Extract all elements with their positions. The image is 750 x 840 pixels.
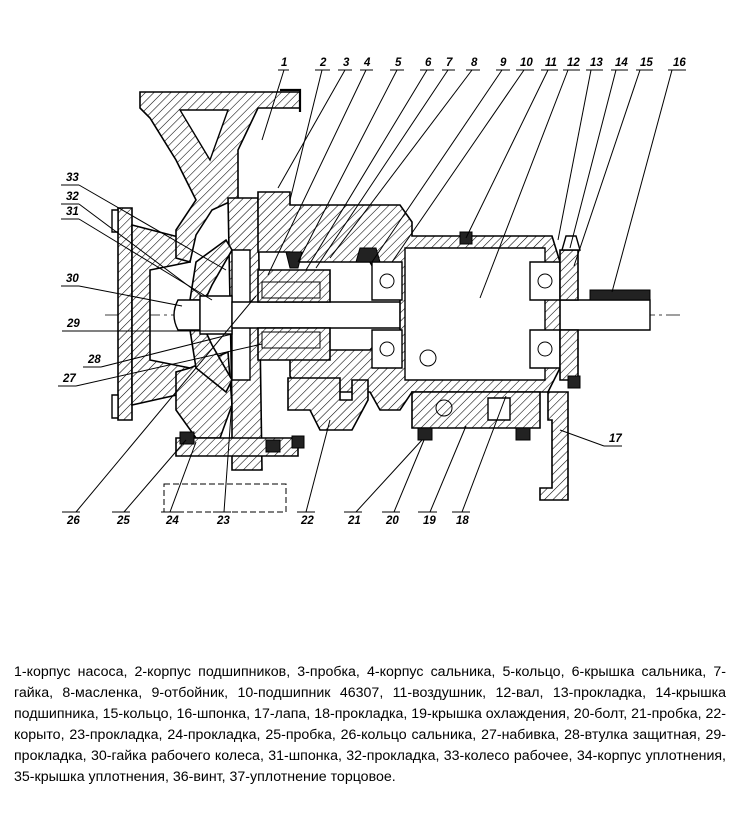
callout-label: 19 bbox=[423, 515, 436, 527]
callout-label: 13 bbox=[590, 57, 603, 69]
callout-19: 19 bbox=[418, 425, 467, 527]
bearings bbox=[371, 261, 561, 369]
callout-label: 8 bbox=[471, 57, 478, 69]
callout-label: 33 bbox=[66, 172, 79, 184]
callout-label: 4 bbox=[363, 57, 371, 69]
callout-27: 27 bbox=[58, 343, 263, 387]
callout-label: 9 bbox=[500, 57, 507, 69]
support-foot bbox=[539, 391, 569, 501]
cooling-cover bbox=[411, 391, 541, 429]
callout-label: 28 bbox=[87, 354, 101, 366]
callout-13: 13 bbox=[557, 57, 603, 241]
callout-23: 23 bbox=[213, 399, 233, 527]
callout-label: 17 bbox=[609, 433, 622, 445]
callout-label: 3 bbox=[343, 57, 350, 69]
callout-label: 14 bbox=[615, 57, 628, 69]
callout-label: 6 bbox=[425, 57, 432, 69]
callout-5: 5 bbox=[297, 57, 404, 263]
callout-11: 11 bbox=[465, 57, 558, 239]
callout-33: 33 bbox=[61, 172, 227, 271]
callout-1: 1 bbox=[261, 57, 289, 141]
callout-32: 32 bbox=[61, 191, 203, 297]
callout-15: 15 bbox=[573, 57, 653, 267]
callout-label: 16 bbox=[673, 57, 686, 69]
oil-trough bbox=[287, 377, 369, 431]
callout-10: 10 bbox=[391, 57, 534, 263]
callout-21: 21 bbox=[344, 439, 423, 527]
callout-8: 8 bbox=[329, 57, 480, 259]
callout-12: 12 bbox=[479, 57, 580, 299]
callout-label: 11 bbox=[545, 57, 557, 69]
callout-label: 30 bbox=[66, 273, 79, 285]
callout-4: 4 bbox=[267, 57, 373, 276]
callout-18: 18 bbox=[452, 395, 507, 527]
callout-26: 26 bbox=[62, 295, 257, 527]
callout-3: 3 bbox=[277, 57, 352, 189]
callout-label: 10 bbox=[520, 57, 533, 69]
callout-label: 20 bbox=[385, 515, 399, 527]
callout-label: 15 bbox=[640, 57, 653, 69]
callout-25: 25 bbox=[112, 439, 187, 527]
callout-label: 26 bbox=[66, 515, 80, 527]
callout-17: 17 bbox=[559, 429, 622, 447]
parts-legend-caption: 1-корпус насоса, 2-корпус подшипников, 3… bbox=[14, 664, 726, 785]
callout-label: 7 bbox=[446, 57, 453, 69]
callout-label: 2 bbox=[319, 57, 327, 69]
callout-24: 24 bbox=[161, 441, 197, 527]
suction-flange bbox=[111, 207, 191, 421]
callout-label: 32 bbox=[66, 191, 79, 203]
callout-label: 24 bbox=[165, 515, 179, 527]
pump-sectional-drawing: 1 2 3 4 5 6 7 8 9 10 bbox=[58, 57, 686, 527]
callout-7: 7 bbox=[315, 57, 455, 269]
callout-label: 25 bbox=[116, 515, 130, 527]
callout-label: 27 bbox=[62, 373, 76, 385]
callout-14: 14 bbox=[569, 57, 628, 249]
callout-label: 29 bbox=[66, 318, 80, 330]
callout-28: 28 bbox=[83, 333, 233, 368]
callout-label: 12 bbox=[567, 57, 580, 69]
callout-label: 31 bbox=[66, 206, 79, 218]
callout-label: 22 bbox=[300, 515, 314, 527]
callout-label: 23 bbox=[216, 515, 230, 527]
stuffing-box bbox=[257, 269, 331, 361]
callout-label: 5 bbox=[395, 57, 402, 69]
callout-2: 2 bbox=[289, 57, 330, 201]
callout-label: 18 bbox=[456, 515, 469, 527]
callout-9: 9 bbox=[371, 57, 510, 263]
callout-label: 21 bbox=[347, 515, 361, 527]
callout-22: 22 bbox=[297, 419, 331, 527]
callout-6: 6 bbox=[305, 57, 434, 271]
impeller-nut bbox=[173, 295, 233, 335]
callout-label: 1 bbox=[281, 57, 287, 69]
callout-16: 16 bbox=[611, 57, 686, 293]
callout-30: 30 bbox=[61, 273, 183, 307]
bearing-housing bbox=[257, 191, 561, 411]
callout-20: 20 bbox=[382, 439, 425, 527]
callout-29: 29 bbox=[62, 318, 232, 332]
